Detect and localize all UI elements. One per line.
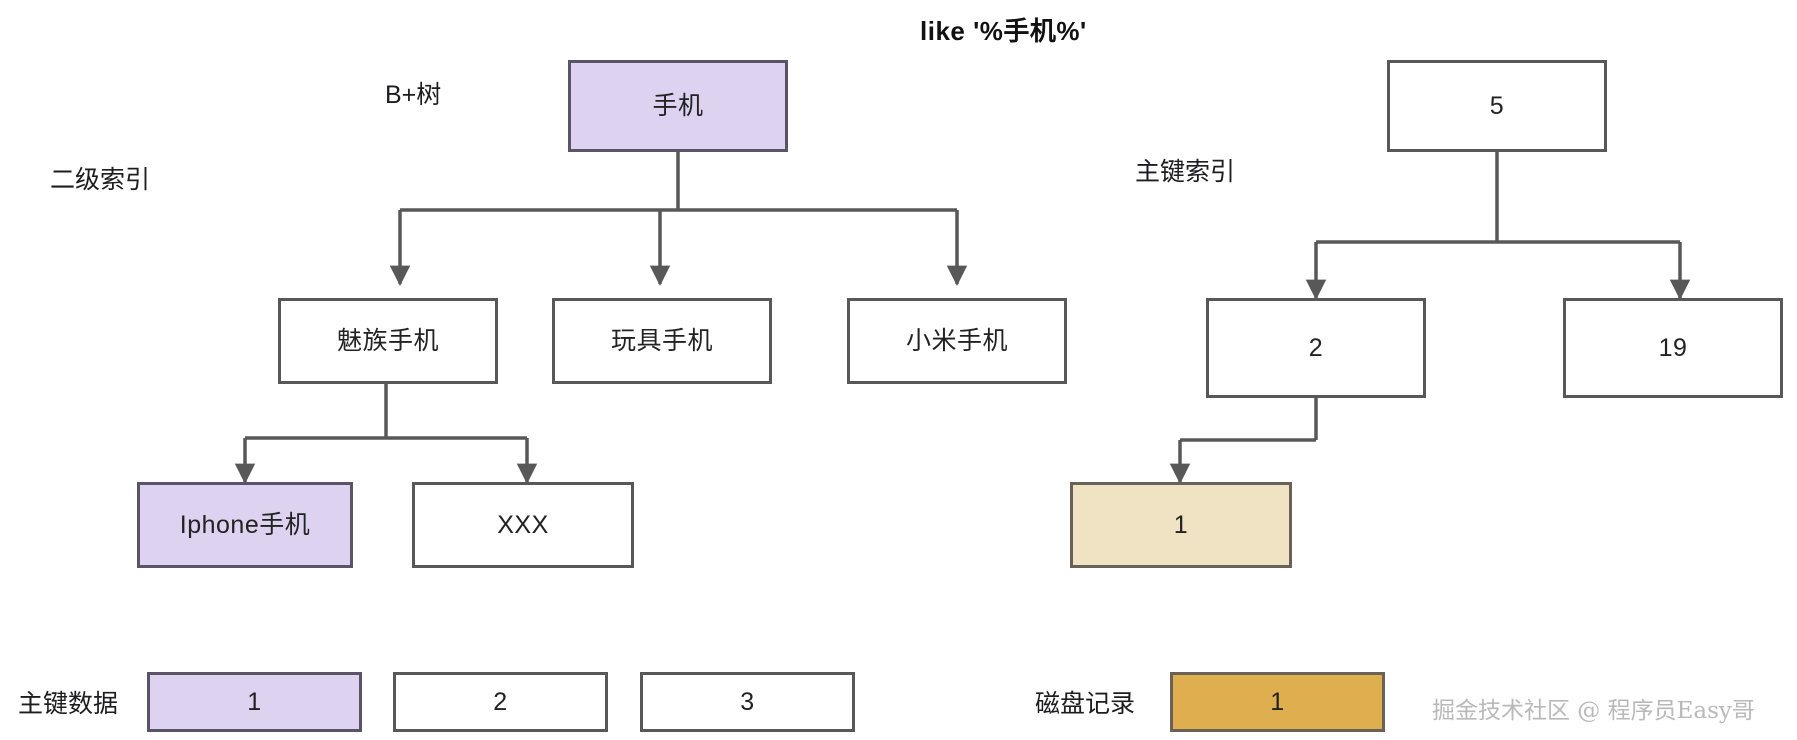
- left-level2-node-xiaomi[interactable]: 小米手机: [847, 298, 1067, 384]
- label-primary-index: 主键索引: [1135, 158, 1236, 186]
- left-level3-node-iphone[interactable]: Iphone手机: [137, 482, 353, 568]
- left-level2-node-meizu[interactable]: 魅族手机: [278, 298, 498, 384]
- left-data-box-1[interactable]: 1: [147, 672, 362, 732]
- label-primary-key-data: 主键数据: [18, 690, 119, 718]
- left-data-box-2[interactable]: 2: [393, 672, 608, 732]
- left-root-node[interactable]: 手机: [568, 60, 788, 152]
- right-level3-node-1[interactable]: 1: [1070, 482, 1292, 568]
- right-level2-node-19[interactable]: 19: [1563, 298, 1783, 398]
- right-level2-node-2[interactable]: 2: [1206, 298, 1426, 398]
- left-level2-node-toy[interactable]: 玩具手机: [552, 298, 772, 384]
- watermark-text: 掘金技术社区 @ 程序员Easy哥: [1432, 698, 1755, 724]
- page-title: like '%手机%': [920, 16, 1087, 46]
- left-data-box-3[interactable]: 3: [640, 672, 855, 732]
- label-b-plus-tree: B+树: [385, 81, 442, 109]
- label-secondary-index: 二级索引: [50, 166, 151, 194]
- right-data-box-1[interactable]: 1: [1170, 672, 1385, 732]
- left-level3-node-xxx[interactable]: XXX: [412, 482, 634, 568]
- label-disk-record: 磁盘记录: [1035, 690, 1136, 718]
- right-root-node[interactable]: 5: [1387, 60, 1607, 152]
